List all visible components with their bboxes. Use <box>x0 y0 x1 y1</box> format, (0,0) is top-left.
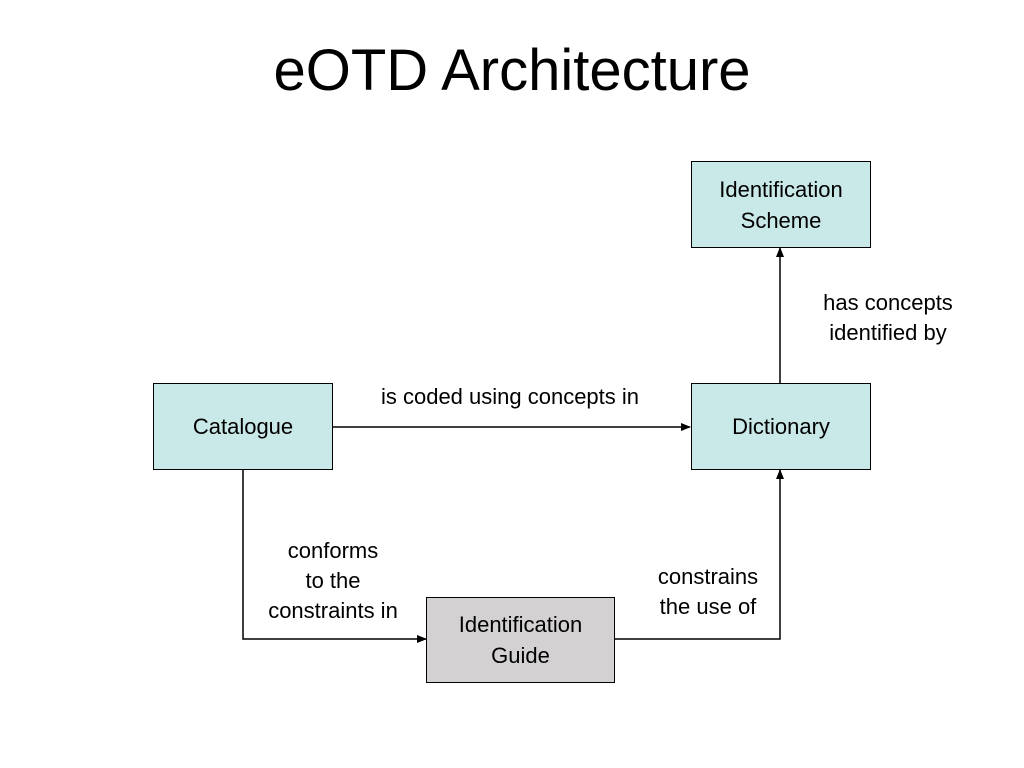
edge-label-catalogue-to-dictionary: is coded using concepts in <box>380 384 640 409</box>
edge-label-dictionary-to-scheme: has concepts identified by <box>823 290 953 345</box>
node-dictionary: Dictionary <box>691 383 871 470</box>
node-catalogue: Catalogue <box>153 383 333 470</box>
edge-label-catalogue-to-guide: conforms to the constraints in <box>268 538 398 623</box>
arrow-guide-to-dictionary <box>614 469 784 640</box>
node-identification-guide: Identification Guide <box>426 597 615 683</box>
arrow-catalogue-to-guide <box>242 469 427 643</box>
page-title: eOTD Architecture <box>273 38 751 103</box>
node-identification-scheme: Identification Scheme <box>691 161 871 248</box>
edge-label-guide-to-dictionary: constrains the use of <box>657 564 759 619</box>
